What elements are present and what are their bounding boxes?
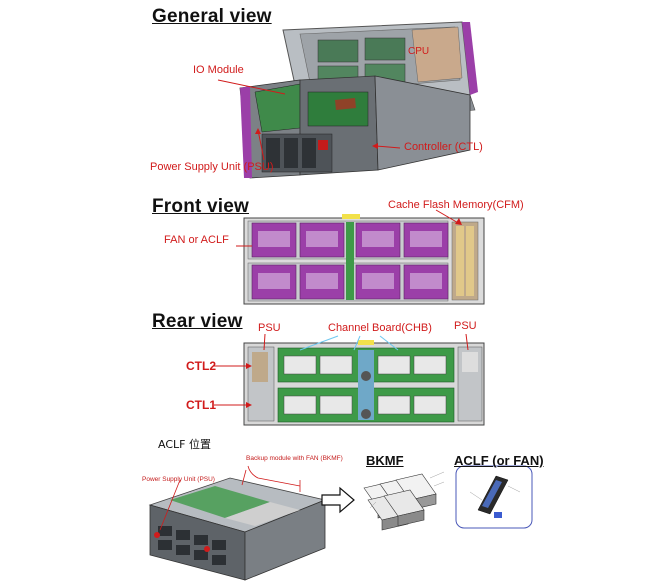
rear-view-heading: Rear view [152,311,243,332]
psu-right-label: PSU [454,320,477,332]
ctl2-label: CTL2 [186,359,216,373]
front-view-panel-illustration [236,209,485,305]
io-module-label: IO Module [193,64,244,76]
aclf-location-title: ACLF 位置 [158,438,211,451]
rear-view-panel-illustration [214,333,485,426]
general-view-chassis-illustration [217,21,478,179]
aclf-or-fan-heading: ACLF (or FAN) [454,453,544,468]
ctl1-label: CTL1 [186,398,216,412]
bkmf-description-label: Backup module with FAN (BKMF) [246,455,343,462]
cpu-label: CPU [408,46,430,57]
general-view-heading: General view [152,6,272,27]
fan-aclf-label: FAN or ACLF [164,234,229,246]
chb-label: Channel Board(CHB) [328,322,432,334]
bkmf-heading: BKMF [366,453,404,468]
cfm-label: Cache Flash Memory(CFM) [388,199,524,211]
psu-left-label: PSU [258,322,281,334]
controller-label: Controller (CTL) [404,141,483,153]
aclf-psu-label: Power Supply Unit (PSU) [142,476,215,483]
psu-label-general: Power Supply Unit (PSU) [150,161,274,173]
front-view-heading: Front view [152,196,250,217]
